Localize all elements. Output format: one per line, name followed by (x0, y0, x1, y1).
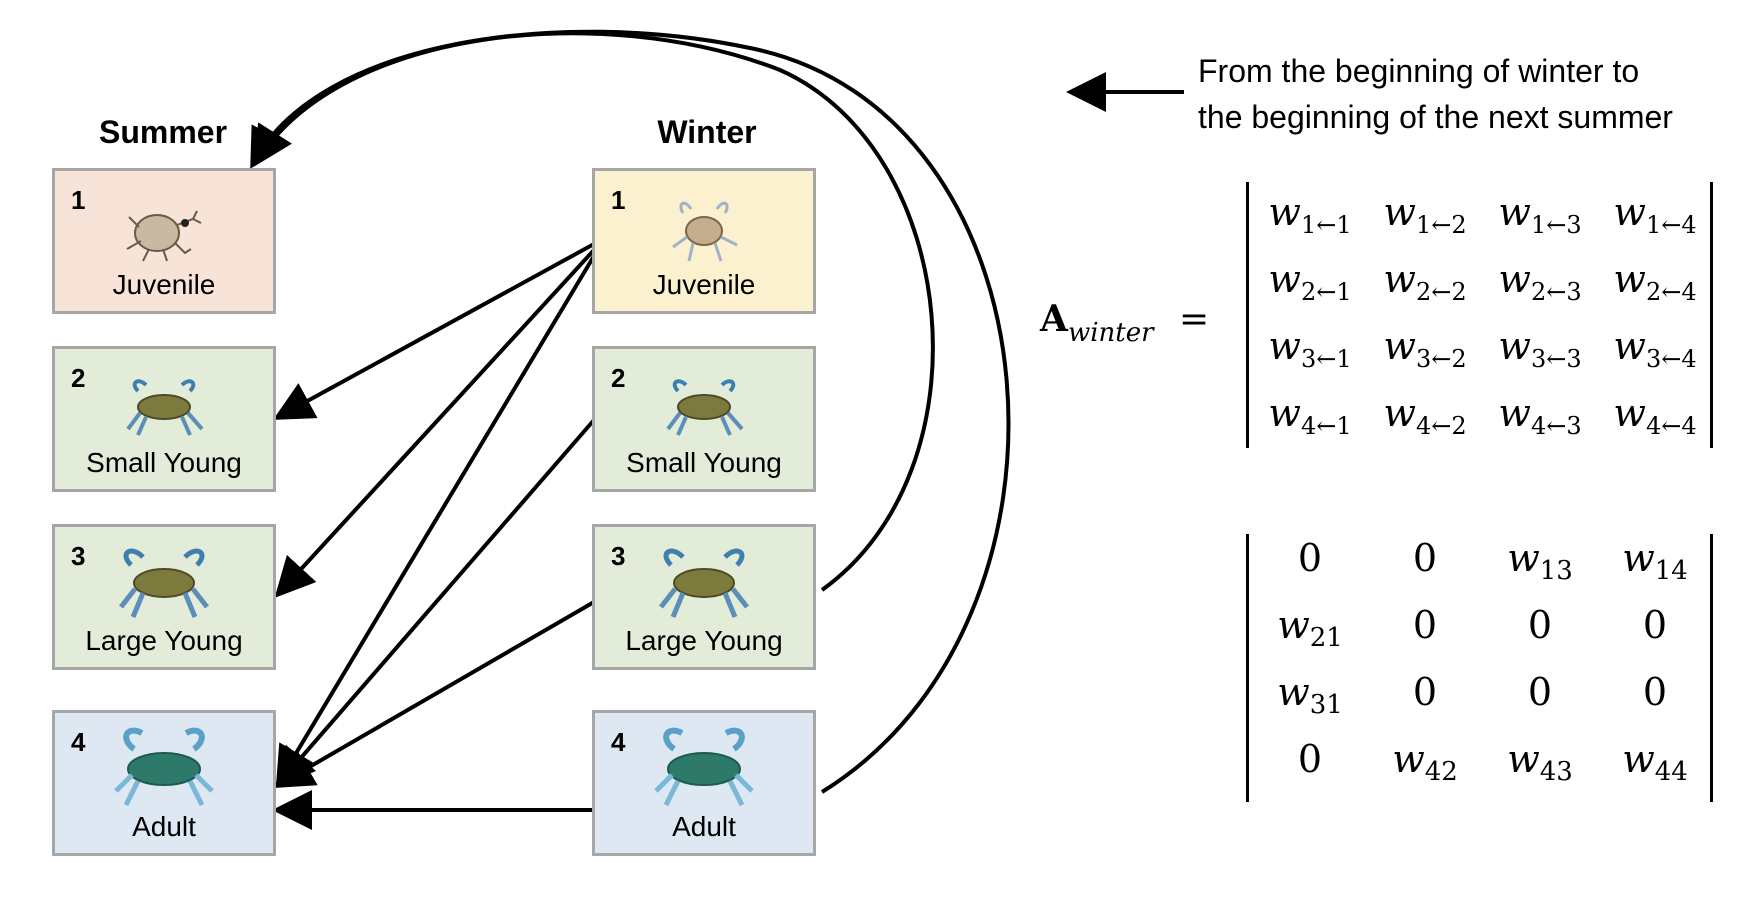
matrix-cell: w1←4 (1613, 190, 1697, 239)
arrow-w1-s3 (274, 248, 596, 598)
matrix-cell: 0 (1412, 536, 1438, 580)
stage-label: Juvenile (112, 269, 216, 300)
matrix-cell: 0 (1297, 737, 1323, 781)
matrix-cell: w44 (1622, 737, 1688, 787)
matrix-cell: w2←2 (1383, 257, 1467, 306)
matrix-cell: 0 (1527, 603, 1553, 647)
symbolic-matrix-right-bar (1710, 182, 1713, 448)
summer-stage-small-young: 2 Small Young (52, 346, 276, 492)
matrix-cell: w4←2 (1383, 391, 1467, 440)
juvenile-crab-icon (126, 210, 202, 262)
matrix-cell: w31 (1277, 670, 1343, 720)
summer-stage-juvenile: 1 Juvenile (52, 168, 276, 314)
winter-title: Winter (657, 114, 757, 150)
winter-stage-small-young: 2 Small Young (592, 346, 816, 492)
winter-stage-juvenile: 1 Juvenile (592, 168, 816, 314)
matrix-cell: w42 (1392, 737, 1458, 787)
stage-label: Large Young (625, 625, 783, 656)
summer-title: Summer (98, 114, 228, 150)
summer-stage-adult: 4 Adult (52, 710, 276, 856)
adult-crab-icon (114, 727, 214, 807)
matrix-cell: 0 (1527, 670, 1553, 714)
stage-label: Adult (132, 811, 196, 842)
matrix-cell: w4←4 (1613, 391, 1697, 440)
numeric-matrix-left-bar (1246, 534, 1249, 802)
legend-line-2: the beginning of the next summer (1198, 99, 1673, 135)
winter-stage-large-young: 3 Large Young (592, 524, 816, 670)
young-crab-icon (126, 379, 204, 436)
arrow-w4-s1 (250, 29, 1011, 794)
stage-label: Small Young (86, 447, 242, 478)
arrow-w1-s2 (272, 242, 595, 420)
equals-sign: = (1178, 299, 1210, 340)
matrix-cell: 0 (1297, 536, 1323, 580)
stage-label: Large Young (85, 625, 243, 656)
stage-number: 2 (71, 363, 86, 393)
matrix-cell: 0 (1642, 603, 1668, 647)
matrix-cell: w3←3 (1498, 324, 1582, 373)
matrix-cell: w14 (1622, 536, 1688, 586)
legend-text: From the beginning of winter to the begi… (1198, 48, 1756, 140)
juvenile-crab-icon (672, 201, 738, 262)
matrix-subscript: winter (1067, 318, 1154, 348)
stage-number: 3 (611, 541, 626, 571)
matrix-cell: w2←3 (1498, 257, 1582, 306)
matrix-cell: w1←2 (1383, 190, 1467, 239)
matrix-cell: w3←4 (1613, 324, 1697, 373)
symbolic-matrix-left-bar (1246, 182, 1249, 448)
stage-number: 1 (611, 185, 626, 215)
arrow-w3-s4 (273, 600, 596, 789)
arrow-w2-s4 (274, 418, 596, 789)
young-crab-icon (119, 548, 209, 618)
matrix-cell: w1←3 (1498, 190, 1582, 239)
matrix-cell: w43 (1507, 737, 1573, 787)
stage-number: 4 (611, 727, 626, 757)
matrix-name: A (1040, 298, 1068, 340)
young-crab-icon (666, 379, 744, 436)
stage-number: 4 (71, 727, 86, 757)
matrix-cell: w13 (1507, 536, 1573, 586)
adult-crab-icon (654, 727, 754, 807)
stage-label: Small Young (626, 447, 782, 478)
stage-number: 1 (71, 185, 86, 215)
stage-number: 3 (71, 541, 86, 571)
matrix-cell: w1←1 (1268, 190, 1352, 239)
matrix-cell: w4←3 (1498, 391, 1582, 440)
legend-line-1: From the beginning of winter to (1198, 53, 1640, 89)
matrix-cell: w2←4 (1613, 257, 1697, 306)
arrow-w1-s4 (275, 254, 596, 787)
matrix-cell: w2←1 (1268, 257, 1352, 306)
matrix-cell: w3←1 (1268, 324, 1352, 373)
matrix-label: Awinter = (1040, 298, 1210, 348)
matrix-cell: 0 (1642, 670, 1668, 714)
stage-label: Adult (672, 811, 736, 842)
numeric-matrix-right-bar (1710, 534, 1713, 802)
matrix-cell: 0 (1412, 670, 1438, 714)
young-crab-icon (659, 548, 749, 618)
summer-stage-large-young: 3 Large Young (52, 524, 276, 670)
winter-stage-adult: 4 Adult (592, 710, 816, 856)
matrix-cell: 0 (1412, 603, 1438, 647)
stage-number: 2 (611, 363, 626, 393)
matrix-cell: w21 (1277, 603, 1343, 653)
matrix-cell: w4←1 (1268, 391, 1352, 440)
matrix-cell: w3←2 (1383, 324, 1467, 373)
stage-label: Juvenile (652, 269, 756, 300)
